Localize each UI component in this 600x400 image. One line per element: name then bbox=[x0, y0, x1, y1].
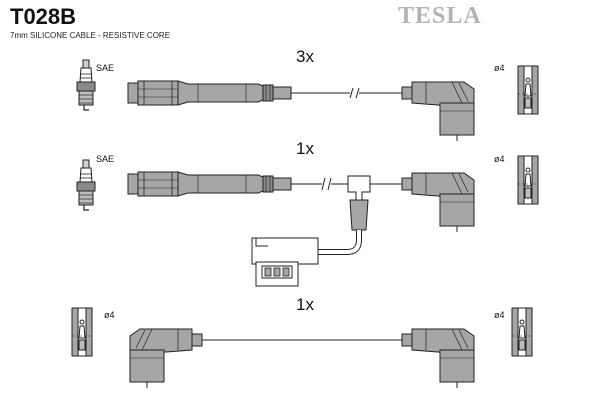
cable-break-mark bbox=[349, 87, 360, 99]
terminal-size-label: ø4 bbox=[494, 63, 505, 73]
terminal-section-icon bbox=[71, 307, 93, 357]
terminal-size-label: ø4 bbox=[494, 154, 505, 164]
branch-cable bbox=[318, 230, 362, 255]
branch-connector bbox=[347, 175, 371, 201]
row-2-lead: SAE 1x ø4 bbox=[76, 139, 539, 287]
spark-plug-icon bbox=[76, 59, 96, 111]
brand-logo: TESLA bbox=[398, 3, 482, 29]
branch-cable-fill bbox=[318, 230, 361, 254]
quantity-label: 1x bbox=[296, 295, 314, 314]
part-number-title: T028B bbox=[10, 4, 77, 29]
row-1-lead: SAE 3x ø4 bbox=[76, 47, 539, 142]
plug-boot bbox=[127, 80, 292, 106]
terminal-section-icon bbox=[517, 155, 539, 205]
cable-spec-subtitle: 7mm SILICONE CABLE - RESISTIVE CORE bbox=[10, 31, 171, 40]
branch-boot bbox=[349, 199, 369, 231]
sensor-connector bbox=[251, 237, 319, 265]
cable-break-mark bbox=[321, 177, 332, 191]
coil-boot bbox=[401, 81, 475, 142]
plug-type-label: SAE bbox=[96, 63, 114, 73]
terminal-section-icon bbox=[517, 65, 539, 115]
quantity-label: 3x bbox=[296, 47, 314, 66]
terminal-size-label: ø4 bbox=[494, 310, 505, 320]
row-3-lead: ø4 1x ø4 bbox=[71, 295, 533, 389]
quantity-label: 1x bbox=[296, 139, 314, 158]
coil-boot bbox=[401, 172, 475, 233]
coil-boot-left bbox=[129, 328, 203, 389]
plug-type-label: SAE bbox=[96, 154, 114, 164]
plug-boot bbox=[127, 171, 292, 197]
coil-boot-right bbox=[401, 328, 475, 389]
terminal-size-label: ø4 bbox=[104, 310, 115, 320]
spark-plug-icon bbox=[76, 159, 96, 211]
terminal-section-icon bbox=[511, 307, 533, 357]
